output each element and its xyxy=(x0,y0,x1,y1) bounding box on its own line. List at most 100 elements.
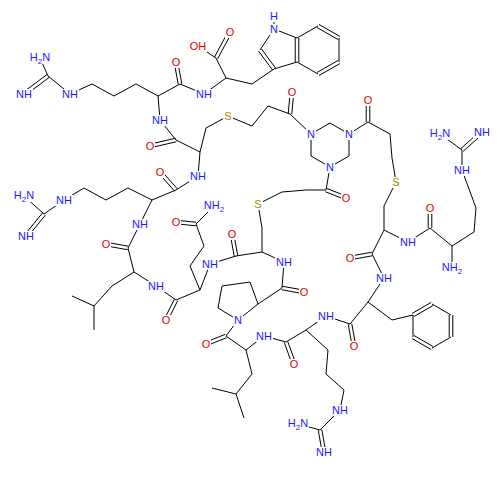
bond-line xyxy=(196,224,204,246)
bond-line xyxy=(412,302,431,313)
atom-text-part: O xyxy=(146,140,155,152)
atom-label: H2N xyxy=(13,190,35,202)
atom-label: O xyxy=(287,87,298,98)
atom-label: NH xyxy=(201,259,219,270)
atom-label: O xyxy=(227,229,238,240)
atom-label: S xyxy=(223,111,232,122)
bond-line xyxy=(152,190,176,200)
bond-line xyxy=(252,69,274,84)
atom-text-part: 2 xyxy=(438,133,442,142)
bond-line xyxy=(216,58,226,78)
atom-label: NH xyxy=(55,195,73,206)
atom-text-part: NH xyxy=(454,164,470,176)
bond-line xyxy=(384,206,385,230)
bond-line xyxy=(430,228,452,246)
atom-label: O xyxy=(363,95,374,106)
atom-text-part: O xyxy=(162,314,171,326)
atom-text-part: 2 xyxy=(38,57,42,66)
atom-label: NH xyxy=(15,89,33,100)
bond-line xyxy=(339,38,340,62)
atom-text-part: NH xyxy=(202,258,218,270)
atom-label: H2N xyxy=(429,128,451,140)
bond-line xyxy=(432,304,451,315)
atom-label: O xyxy=(161,315,172,326)
atom-text-part: OH xyxy=(190,40,207,52)
bond-line xyxy=(326,350,328,374)
bond-line xyxy=(298,38,299,62)
bond-line xyxy=(350,302,368,324)
bond-line xyxy=(326,374,344,390)
bond-line xyxy=(297,62,318,74)
bond-line xyxy=(94,286,112,306)
bond-line xyxy=(282,190,306,192)
atom-label: NH xyxy=(61,89,79,100)
atom-label: NH xyxy=(189,171,207,182)
atom-text-part: NH xyxy=(276,256,292,268)
atom-label: NH xyxy=(453,165,471,176)
atom-label: NH xyxy=(151,115,169,126)
atom-text-part: NH xyxy=(56,194,72,206)
bond-line xyxy=(474,208,476,232)
atom-text-part: O xyxy=(426,202,435,214)
bond-line xyxy=(250,282,258,304)
atom-text-part: O xyxy=(156,166,165,178)
atom-label: NH xyxy=(315,447,333,458)
atom-label: NH2 xyxy=(441,262,463,274)
atom-label: O xyxy=(101,239,112,250)
bond-line xyxy=(212,388,236,394)
atom-label: H xyxy=(269,11,279,22)
atom-label: NH xyxy=(255,331,273,342)
atom-text-part: N xyxy=(326,161,334,173)
atom-text-part: N xyxy=(300,417,308,429)
bond-line xyxy=(297,26,318,38)
bond-line xyxy=(236,374,252,394)
atom-text-part: NH xyxy=(474,126,490,138)
atom-text-part: NH xyxy=(132,218,148,230)
atom-label: N xyxy=(344,129,354,140)
atom-label: O xyxy=(155,167,166,178)
atom-label: NH xyxy=(317,311,335,322)
bond-line xyxy=(106,188,128,200)
bond-line xyxy=(319,24,340,36)
bond-line xyxy=(92,84,114,96)
bond-line xyxy=(268,106,290,114)
bond-line xyxy=(262,228,263,252)
atom-text-part: NH xyxy=(316,446,332,458)
atom-text-part: NH xyxy=(442,261,458,273)
atom-text-part: NH xyxy=(18,230,34,242)
atom-text-part: O xyxy=(202,338,211,350)
bond-line xyxy=(452,232,474,246)
atom-text-part: H xyxy=(430,127,438,139)
atom-label: NH2 xyxy=(203,200,225,212)
atom-text-part: O xyxy=(102,238,111,250)
atom-text-part: NH xyxy=(196,88,212,100)
atom-text-part: NH xyxy=(318,310,334,322)
bond-line xyxy=(128,188,152,200)
bond-line xyxy=(372,230,384,254)
atom-text-part: H xyxy=(270,10,278,22)
atom-label: NH xyxy=(275,257,293,268)
atom-text-part: 2 xyxy=(296,423,300,432)
atom-label: NH xyxy=(147,281,165,292)
atom-text-part: O xyxy=(290,358,299,370)
bond-line xyxy=(176,140,200,152)
bond-line xyxy=(390,134,392,158)
atom-label: S xyxy=(253,199,262,210)
bond-line xyxy=(306,190,326,191)
atom-text-part: O xyxy=(350,340,359,352)
atom-label: OH xyxy=(189,41,208,52)
atom-text-part: H xyxy=(30,51,38,63)
atom-label: O xyxy=(345,253,356,264)
bond-line xyxy=(200,128,206,152)
atom-text-part: O xyxy=(288,86,297,98)
atom-text-part: 2 xyxy=(458,267,462,276)
atom-text-part: S xyxy=(254,198,261,210)
bond-line xyxy=(246,350,252,374)
bond-line xyxy=(392,315,413,320)
atom-text-part: N xyxy=(26,189,34,201)
atom-text-part: N xyxy=(42,51,50,63)
atom-text-part: NH xyxy=(332,404,348,416)
bond-line xyxy=(136,84,158,96)
bond-line xyxy=(190,266,200,290)
atom-text-part: S xyxy=(224,110,231,122)
